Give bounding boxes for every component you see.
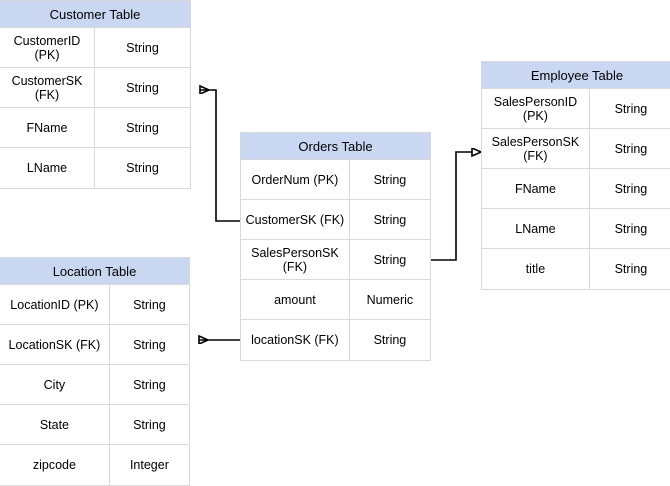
field-name: LocationSK (FK)	[0, 325, 110, 364]
field-type: String	[133, 337, 166, 352]
field-name: LName	[482, 209, 590, 248]
field-type: Numeric	[366, 292, 414, 307]
entity-employee-title: Employee Table	[482, 62, 670, 89]
entity-orders-title: Orders Table	[241, 133, 430, 160]
entity-customer-title: Customer Table	[0, 1, 190, 28]
field-type: String	[133, 377, 166, 392]
field-type: String	[133, 417, 166, 432]
field-type: String	[614, 181, 648, 196]
field-name: zipcode	[0, 445, 110, 485]
field-type: Integer	[129, 458, 169, 472]
field-name: OrderNum (PK)	[241, 160, 350, 199]
field-type: String	[614, 101, 648, 116]
table-row[interactable]: locationSK (FK) String	[241, 320, 430, 360]
table-row[interactable]: LocationSK (FK) String	[0, 325, 189, 365]
table-row[interactable]: OrderNum (PK) String	[241, 160, 430, 200]
table-row[interactable]: FName String	[482, 169, 670, 209]
field-type: String	[126, 120, 159, 135]
table-row[interactable]: LName String	[482, 209, 670, 249]
entity-employee-table[interactable]: Employee Table SalesPersonID (PK) String…	[481, 61, 670, 290]
entity-location-table[interactable]: Location Table LocationID (PK) String Lo…	[0, 257, 190, 486]
table-row[interactable]: CustomerSK (FK) String	[0, 68, 190, 108]
table-row[interactable]: LName String	[0, 148, 190, 188]
field-name: SalesPersonID (PK)	[482, 89, 590, 128]
field-type: String	[614, 221, 648, 236]
field-name: locationSK (FK)	[241, 320, 350, 360]
table-row[interactable]: LocationID (PK) String	[0, 285, 189, 325]
field-type: String	[373, 252, 407, 267]
field-type: String	[126, 40, 159, 55]
field-name: SalesPersonSK (FK)	[482, 129, 590, 168]
field-name: FName	[0, 108, 95, 147]
table-row[interactable]: SalesPersonID (PK) String	[482, 89, 670, 129]
table-row[interactable]: SalesPersonSK (FK) String	[482, 129, 670, 169]
entity-location-title: Location Table	[0, 258, 189, 285]
field-name: State	[0, 405, 110, 444]
field-type: String	[373, 172, 407, 187]
field-name: CustomerID (PK)	[0, 28, 95, 67]
field-name: SalesPersonSK (FK)	[241, 240, 350, 279]
table-row[interactable]: State String	[0, 405, 189, 445]
field-type: String	[126, 80, 159, 95]
field-name: LName	[0, 148, 95, 188]
field-name: City	[0, 365, 110, 404]
field-type: String	[373, 333, 407, 347]
field-name: amount	[241, 280, 350, 319]
entity-customer-table[interactable]: Customer Table CustomerID (PK) String Cu…	[0, 0, 191, 189]
table-row[interactable]: CustomerSK (FK) String	[241, 200, 430, 240]
table-row[interactable]: FName String	[0, 108, 190, 148]
connector-orders-to-employee	[431, 152, 472, 261]
field-type: String	[614, 262, 648, 276]
field-type: String	[126, 161, 159, 175]
field-type: String	[373, 212, 407, 227]
table-row[interactable]: title String	[482, 249, 670, 289]
field-name: title	[482, 249, 590, 289]
field-type: String	[614, 141, 648, 156]
field-name: CustomerSK (FK)	[241, 200, 350, 239]
field-name: CustomerSK (FK)	[0, 68, 95, 107]
field-name: LocationID (PK)	[0, 285, 110, 324]
entity-orders-table[interactable]: Orders Table OrderNum (PK) String Custom…	[240, 132, 431, 361]
table-row[interactable]: amount Numeric	[241, 280, 430, 320]
field-type: String	[133, 297, 166, 312]
table-row[interactable]: zipcode Integer	[0, 445, 189, 485]
connector-orders-to-customer	[200, 90, 240, 222]
table-row[interactable]: CustomerID (PK) String	[0, 28, 190, 68]
table-row[interactable]: City String	[0, 365, 189, 405]
table-row[interactable]: SalesPersonSK (FK) String	[241, 240, 430, 280]
field-name: FName	[482, 169, 590, 208]
